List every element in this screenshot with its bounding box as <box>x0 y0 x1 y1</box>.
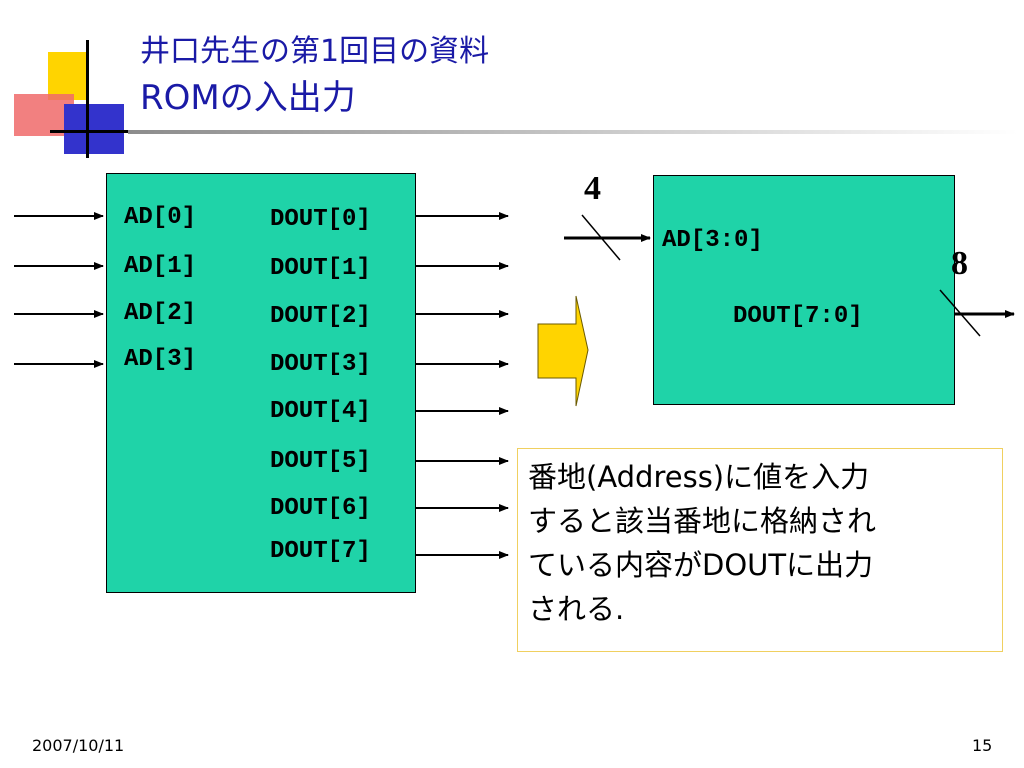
rom-output-label: DOUT[6] <box>270 495 371 522</box>
slide-title-line2: ROMの入出力 <box>140 78 356 118</box>
address-width-label: 4 <box>584 170 601 207</box>
yellow-square <box>48 52 88 100</box>
block-arrow <box>537 295 589 407</box>
title-underline <box>128 130 1018 134</box>
slide-title-line1: 井口先生の第1回目の資料 <box>140 34 490 69</box>
rom-input-label: AD[1] <box>124 253 197 280</box>
data-bus-slash <box>939 289 981 337</box>
rom-output-label: DOUT[2] <box>270 303 371 330</box>
data-width-label: 8 <box>951 245 968 282</box>
rom-output-label: DOUT[7] <box>270 538 371 565</box>
explanation-note: 番地(Address)に値を入力 すると該当番地に格納され ている内容がDOUT… <box>517 448 1003 652</box>
horizontal-rule <box>50 130 140 133</box>
address-bus-slash <box>581 214 621 261</box>
rom-input-label: AD[2] <box>124 300 197 327</box>
rom-input-label: AD[3] <box>124 346 197 373</box>
note-line: される. <box>528 592 625 626</box>
rom-output-label: DOUT[5] <box>270 448 371 475</box>
rom-output-label: DOUT[3] <box>270 351 371 378</box>
rom-output-label: DOUT[0] <box>270 206 371 233</box>
rom-output-label: DOUT[1] <box>270 255 371 282</box>
vertical-rule <box>86 40 89 158</box>
rom-block-bus <box>653 175 955 405</box>
rom-output-label: DOUT[4] <box>270 398 371 425</box>
note-line: すると該当番地に格納され <box>528 504 877 538</box>
slide-decoration <box>0 0 140 160</box>
slide-date: 2007/10/11 <box>32 736 125 755</box>
rom-address-bus-label: AD[3:0] <box>662 227 763 254</box>
rom-input-label: AD[0] <box>124 204 197 231</box>
note-line: ている内容がDOUTに出力 <box>528 548 874 582</box>
note-line: 番地(Address)に値を入力 <box>528 460 870 494</box>
blue-square <box>64 104 124 154</box>
rom-block-detailed <box>106 173 416 593</box>
slide-page-number: 15 <box>972 736 993 755</box>
rom-data-bus-label: DOUT[7:0] <box>733 303 863 330</box>
